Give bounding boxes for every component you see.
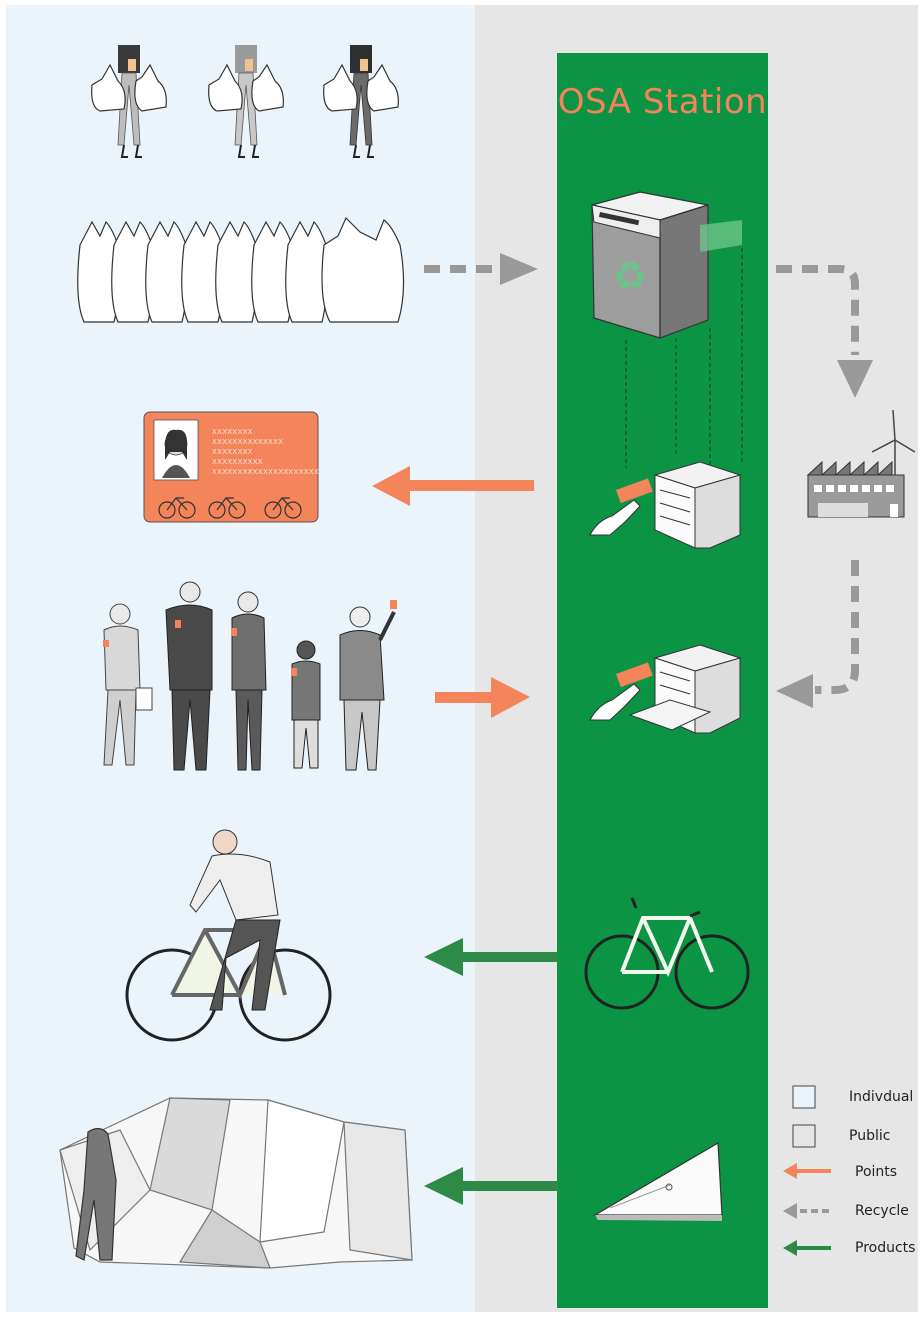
hand-icon [589,499,641,536]
card-text-line: XXXXXXXXXXXXXXXXXXXXX [212,468,320,476]
legend-recycle-arrow-icon [783,1203,832,1219]
points-arrow-to-card [372,466,534,506]
products-arrow-tent [424,1167,558,1205]
id-card [143,411,319,523]
legend-label-individual: Indivdual [849,1089,914,1105]
legend-public-swatch [792,1124,816,1148]
legend-label-points: Points [855,1164,898,1180]
card-icon [616,478,653,504]
person-icon [103,603,153,766]
hand-icon [589,683,641,721]
legend [783,1085,832,1256]
person-icon [291,640,321,769]
legend-products-arrow-icon [783,1240,831,1256]
cyclist-icon [125,829,332,1042]
shopper-icon [323,45,399,158]
shopper-icon [208,45,284,158]
recycle-symbol-icon: ♻ [612,254,648,300]
card-text-line: XXXXXXXXXXXXXX [212,438,284,446]
card-reader-machine-tray [589,644,742,734]
legend-label-public: Public [849,1128,891,1144]
person-icon [231,591,267,771]
bicycle-icon [584,897,750,1010]
station-title: OSA Station [557,82,768,122]
factory-icon [806,409,916,518]
products-arrow-bike [424,938,558,976]
person-icon [165,581,213,771]
person-icon [339,600,397,771]
tent-package-icon [592,1141,723,1221]
card-reader-machine [589,461,742,549]
points-arrow-to-machine [435,677,530,718]
recycle-arrow-to-factory [776,265,873,398]
card-text-line: XXXXXXXXXX [212,458,263,466]
legend-label-products: Products [855,1240,916,1256]
card-icon [616,662,653,688]
tent-icon [59,1097,413,1269]
people-group-icon [103,581,397,771]
recycle-arrow [424,253,538,285]
plastic-bags-icon [77,216,405,323]
card-text-line: XXXXXXXX [212,448,253,456]
legend-label-recycle: Recycle [855,1203,909,1219]
shopper-icon [91,45,167,158]
legend-individual-swatch [792,1085,816,1109]
recycle-arrow-to-machine [776,560,859,708]
recycle-bin-machine: ♻ [591,191,743,470]
card-text-line: XXXXXXXX [212,428,253,436]
bike-icon-small [158,497,302,519]
legend-points-arrow-icon [783,1163,831,1179]
